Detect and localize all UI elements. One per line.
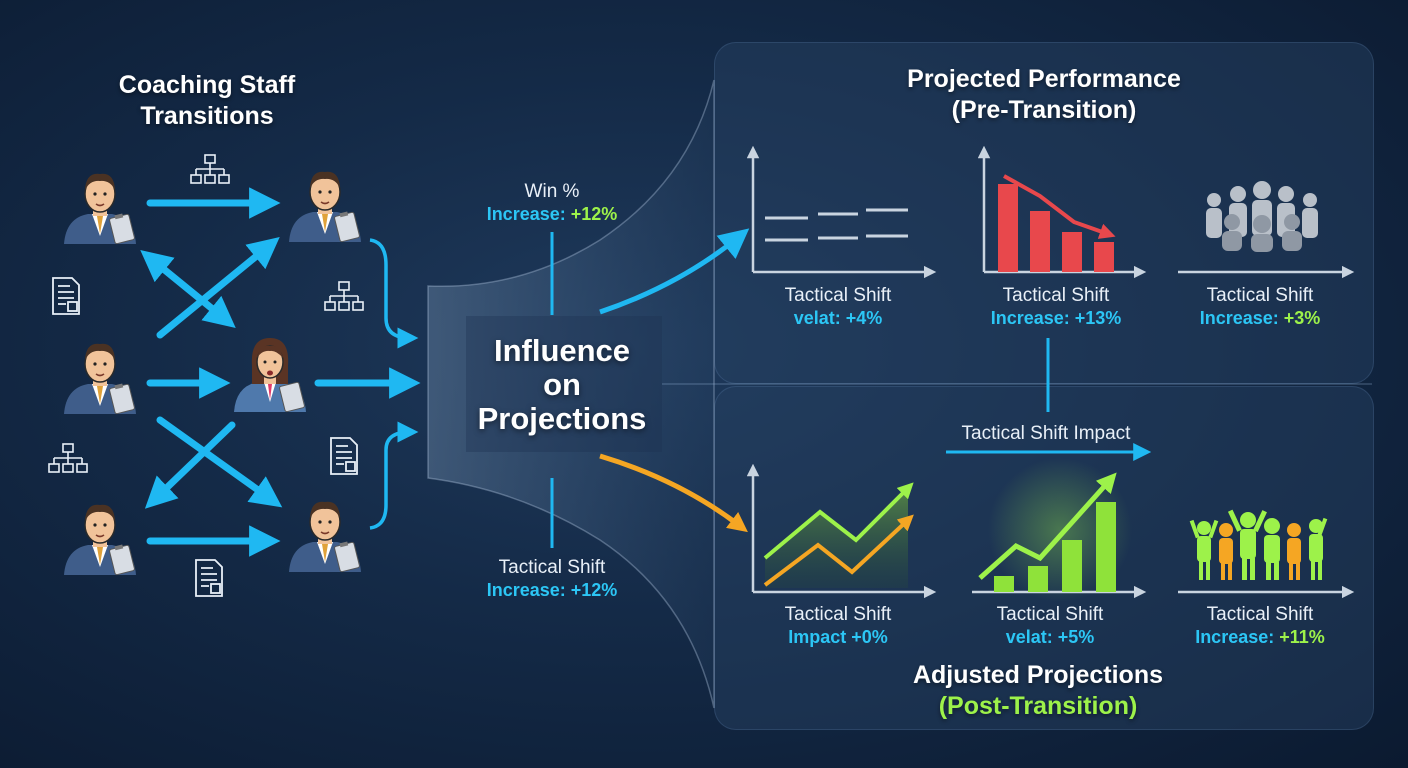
pre-title-line2: (Pre-Transition): [951, 96, 1137, 124]
document-icon: [330, 437, 358, 475]
arrow-cross-c: [156, 416, 283, 508]
pre-item-1-label: Tactical Shift: [784, 285, 892, 306]
post-item-3-label: Tactical Shift: [1206, 604, 1314, 625]
post-item-1-value: Impact +0%: [788, 627, 888, 647]
chart-rising-lines: [746, 463, 937, 599]
coach-icon-top-left: [63, 173, 137, 245]
tactical-shift-value: Increase: +12%: [486, 580, 618, 600]
win-pct-value: Increase: +12%: [486, 204, 618, 224]
win-pct-label: Win %: [524, 181, 580, 202]
cheering-team-icon: [1189, 509, 1328, 580]
left-title-line2: Transitions: [140, 102, 274, 130]
chart-crowd-neutral: [1178, 181, 1355, 279]
org-chart-icon: [48, 443, 88, 473]
post-item-2-value: velat: +5%: [1005, 627, 1095, 647]
post-transition-title: Adjusted Projections (Post-Transition): [878, 660, 1198, 722]
tactical-shift-callout: Tactical Shift Increase: +12%: [442, 556, 662, 601]
transition-arrows: [140, 187, 421, 557]
document-icon: [52, 277, 80, 315]
coach-icon-bottom-right: [288, 500, 362, 573]
post-title-line1: Adjusted Projections: [912, 661, 1164, 689]
coach-icon-middle-right: [233, 337, 307, 413]
tactical-shift-label: Tactical Shift: [498, 557, 606, 578]
post-item-3-value: Increase: +11%: [1195, 627, 1325, 647]
org-chart-icon: [324, 281, 364, 311]
funnel-core: [466, 316, 662, 452]
center-title-line3: Projections: [477, 401, 647, 436]
post-item-3: Tactical Shift Increase: +11%: [1150, 603, 1370, 648]
coach-icon-top-right: [288, 171, 362, 243]
coach-icon-bottom-left: [63, 503, 137, 576]
arrow-cross-b: [156, 237, 280, 339]
chart-declining-bars: [977, 145, 1147, 279]
pre-transition-title: Projected Performance (Pre-Transition): [884, 64, 1204, 126]
pre-item-2: Tactical Shift Increase: +13%: [946, 284, 1166, 329]
chart-rising-bars: [972, 458, 1147, 602]
pre-title-line1: Projected Performance: [907, 65, 1181, 93]
org-chart-icon: [190, 154, 230, 184]
pre-item-3-value: Increase: +3%: [1199, 308, 1321, 328]
pre-item-2-label: Tactical Shift: [1002, 285, 1110, 306]
pre-item-3: Tactical Shift Increase: +3%: [1150, 284, 1370, 329]
left-title-line1: Coaching Staff: [118, 71, 296, 99]
post-title-line2: (Post-Transition): [938, 692, 1138, 720]
arrow-cross-a: [140, 250, 236, 328]
pre-item-3-label: Tactical Shift: [1206, 285, 1314, 306]
arrow-to-post: [599, 453, 748, 533]
coach-figures: [63, 171, 362, 576]
team-crowd-icon: [1206, 181, 1318, 252]
post-item-2-label: Tactical Shift: [996, 604, 1104, 625]
pre-item-2-value: Increase: +13%: [990, 308, 1122, 328]
chart-crowd-cheering: [1178, 509, 1355, 599]
center-title-line2: on: [543, 367, 581, 402]
post-item-1: Tactical Shift Impact +0%: [728, 603, 948, 648]
arrow-to-pre: [599, 228, 750, 315]
impact-label: Tactical Shift Impact: [961, 423, 1131, 444]
pre-item-1: Tactical Shift velat: +4%: [728, 284, 948, 329]
win-pct-callout: Win % Increase: +12%: [442, 180, 662, 225]
post-item-1-label: Tactical Shift: [784, 604, 892, 625]
feed-arrows: [369, 238, 419, 530]
center-title: Influence on Projections: [442, 334, 682, 436]
center-title-line1: Influence: [493, 333, 631, 368]
coach-icon-middle-left: [63, 342, 137, 415]
arrow-cross-d: [144, 421, 236, 509]
document-icon: [195, 559, 223, 597]
left-title: Coaching Staff Transitions: [92, 70, 322, 132]
chart-flat-lines: [746, 145, 937, 279]
influence-funnel: [427, 79, 715, 709]
post-item-2: Tactical Shift velat: +5%: [940, 603, 1160, 648]
pre-item-1-value: velat: +4%: [793, 308, 883, 328]
